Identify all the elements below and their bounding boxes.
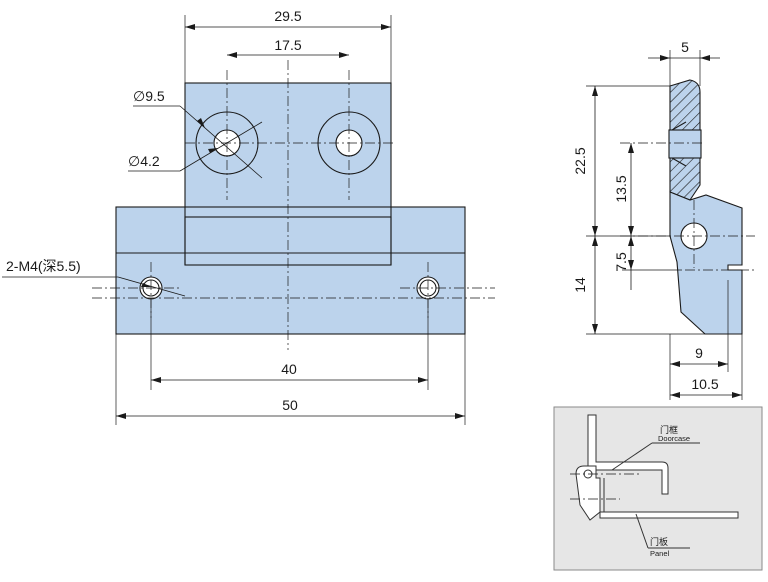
hinge-shape	[575, 465, 601, 521]
dim-hole-dia: ∅4.2	[128, 153, 160, 169]
lower-body	[669, 191, 743, 335]
dim-depth-a: 9	[695, 345, 703, 361]
installation-inset: 门框 Doorcase 门板 Panel	[553, 406, 763, 571]
panel-label-en: Panel	[650, 549, 670, 558]
doorcase-label-cn: 门框	[660, 424, 678, 435]
doorcase-label-en: Doorcase	[658, 434, 690, 443]
dim-upper-height: 22.5	[572, 147, 588, 174]
panel-shape	[599, 511, 739, 519]
dim-depth-b: 10.5	[691, 376, 718, 392]
front-view: 29.5 17.5 ∅9.5 ∅4.2 2-M4(深5.5) 40	[2, 8, 495, 425]
dim-hole-spacing-top: 17.5	[274, 37, 301, 53]
dim-hole-spacing-bottom: 40	[281, 361, 297, 377]
dim-counterbore-dia: ∅9.5	[133, 88, 165, 104]
dim-thickness: 5	[681, 39, 689, 55]
dim-top-width: 29.5	[274, 8, 301, 24]
panel-label-cn: 门板	[650, 536, 668, 547]
dim-upper-hole: 13.5	[613, 175, 629, 202]
dim-mount-holes: 2-M4(深5.5)	[6, 258, 81, 274]
dim-lower-height: 14	[572, 277, 588, 293]
side-view: 5 22.5 14 13.5 7.5 9 10.5	[572, 39, 755, 400]
dim-overall-width: 50	[282, 397, 298, 413]
dim-lower-offset: 7.5	[613, 252, 629, 272]
